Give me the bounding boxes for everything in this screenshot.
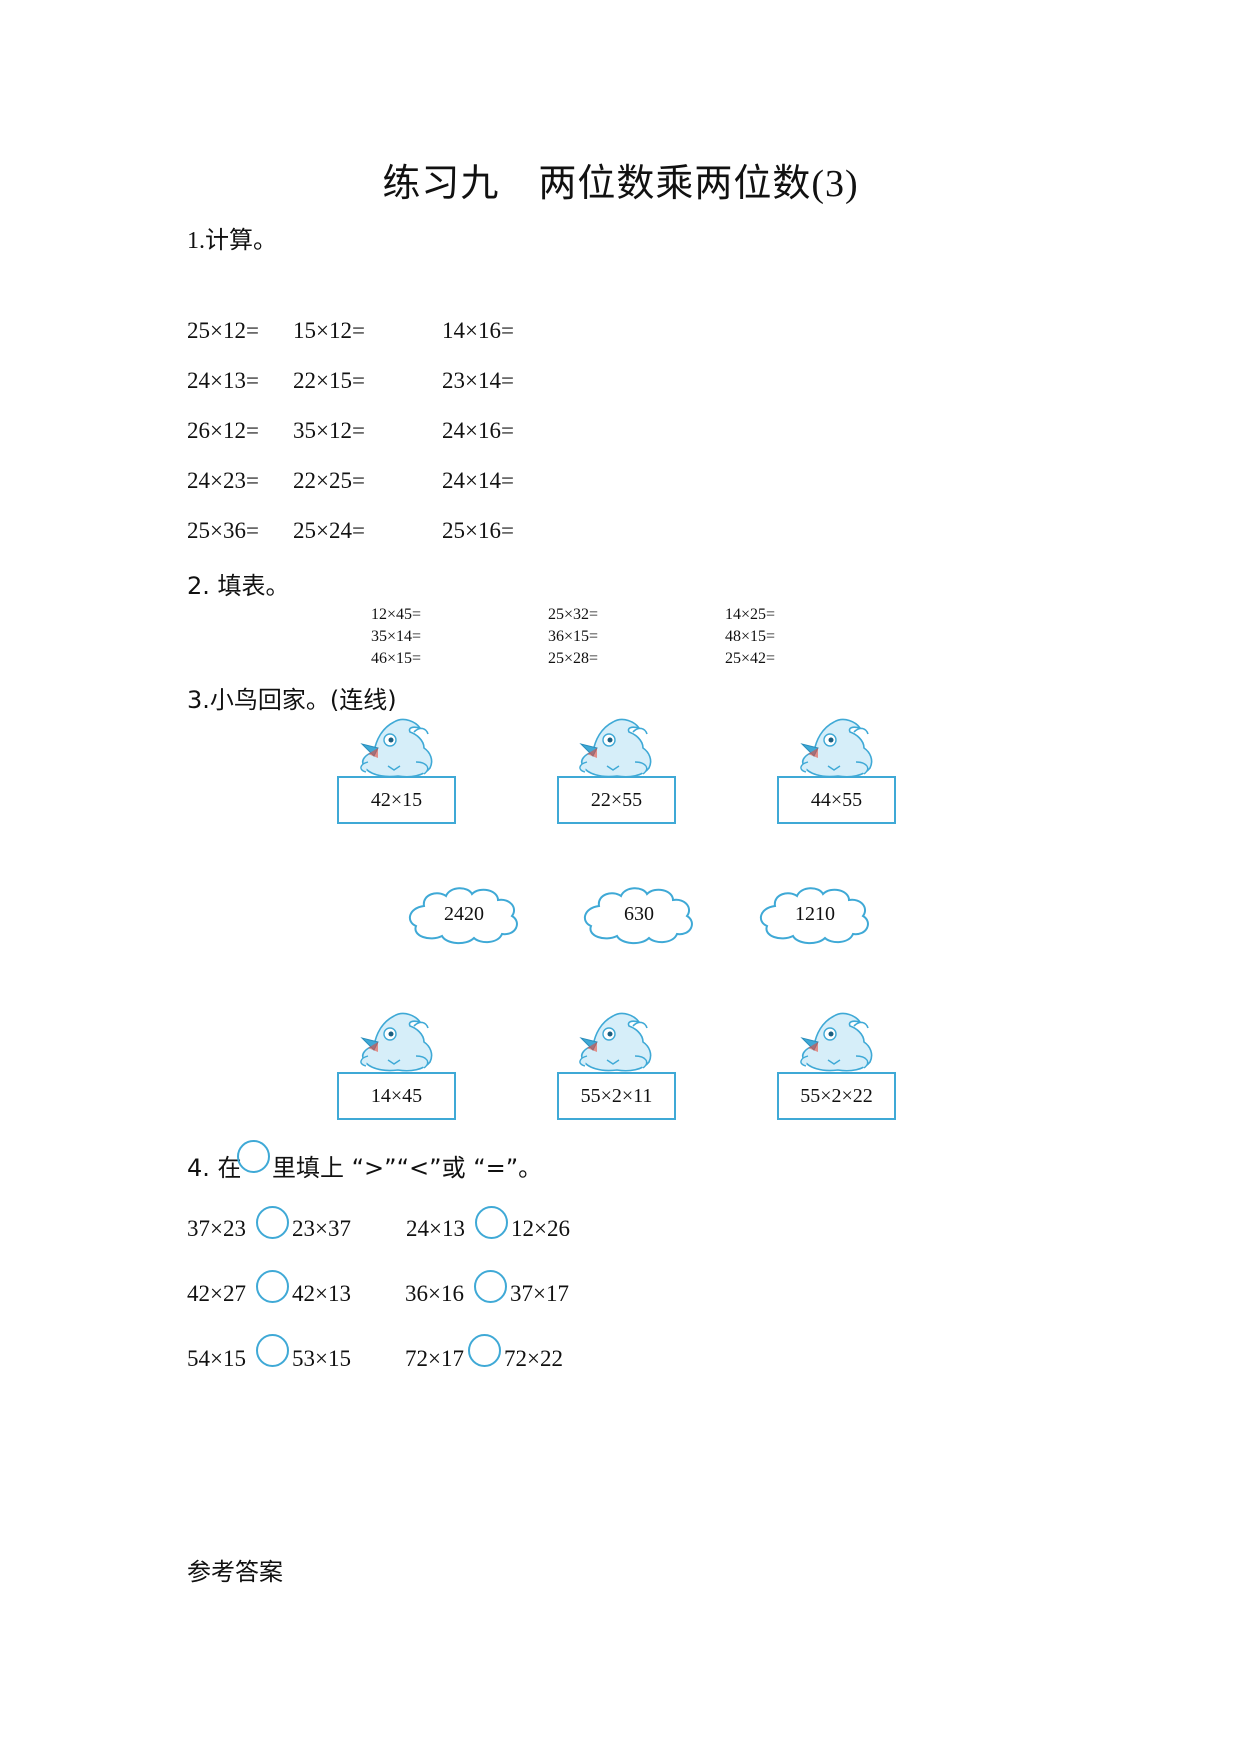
calc-item: 22×15= xyxy=(293,368,365,393)
section4-heading-prefix: 4. 在 xyxy=(187,1154,242,1182)
compare-circle[interactable] xyxy=(474,1270,507,1303)
compare-circle[interactable] xyxy=(475,1206,508,1239)
calc-item: 15×12= xyxy=(293,318,365,343)
table-column: 14×25= 48×15= 25×42= xyxy=(725,604,775,670)
section4-heading-suffix: 里填上 “>”“<”或 “=”。 xyxy=(272,1154,543,1182)
cloud-answer[interactable]: 1210 xyxy=(755,882,875,946)
compare-right: 42×13 xyxy=(292,1281,351,1306)
compare-circle[interactable] xyxy=(256,1270,289,1303)
compare-circle[interactable] xyxy=(256,1206,289,1239)
table-column: 12×45= 35×14= 46×15= xyxy=(371,604,421,670)
section1-heading: 1.计算。 xyxy=(187,228,277,254)
bird-box[interactable]: 42×15 xyxy=(337,776,456,824)
compare-right: 37×17 xyxy=(510,1281,569,1306)
calc-item: 25×12= xyxy=(187,318,259,343)
bird-box[interactable]: 14×45 xyxy=(337,1072,456,1120)
table-cell: 35×14= xyxy=(371,628,422,645)
table-cell: 46×15= xyxy=(371,650,422,667)
calc-item: 25×16= xyxy=(442,518,514,543)
table-cell: 48×15= xyxy=(725,628,776,645)
table-cell: 14×25= xyxy=(725,606,776,623)
circle-icon xyxy=(237,1140,270,1173)
compare-right: 53×15 xyxy=(292,1346,351,1371)
calc-item: 26×12= xyxy=(187,418,259,443)
bird-icon xyxy=(354,1012,438,1074)
bird-icon xyxy=(573,718,657,780)
compare-circle[interactable] xyxy=(468,1334,501,1367)
compare-left: 54×15 xyxy=(187,1346,246,1371)
calc-item: 14×16= xyxy=(442,318,514,343)
answers-heading: 参考答案 xyxy=(187,1558,283,1586)
table-cell: 36×15= xyxy=(548,628,599,645)
cloud-value: 630 xyxy=(624,903,654,925)
compare-right: 72×22 xyxy=(504,1346,563,1371)
calc-item: 23×14= xyxy=(442,368,514,393)
bird-icon xyxy=(794,1012,878,1074)
table-cell: 25×28= xyxy=(548,650,599,667)
bird-box[interactable]: 55×2×11 xyxy=(557,1072,676,1120)
table-cell: 12×45= xyxy=(371,606,422,623)
cloud-answer[interactable]: 630 xyxy=(579,882,699,946)
bird-box[interactable]: 55×2×22 xyxy=(777,1072,896,1120)
bird-box[interactable]: 44×55 xyxy=(777,776,896,824)
compare-left: 24×13 xyxy=(406,1216,465,1241)
compare-left: 42×27 xyxy=(187,1281,246,1306)
bird-icon xyxy=(794,718,878,780)
calc-item: 25×24= xyxy=(293,518,365,543)
table-cell: 25×32= xyxy=(548,606,599,623)
bird-icon xyxy=(354,718,438,780)
calc-item: 24×14= xyxy=(442,468,514,493)
compare-circle[interactable] xyxy=(256,1334,289,1367)
bird-icon xyxy=(573,1012,657,1074)
table-column: 25×32= 36×15= 25×28= xyxy=(548,604,598,670)
calc-item: 25×36= xyxy=(187,518,259,543)
compare-left: 36×16 xyxy=(405,1281,464,1306)
calc-item: 35×12= xyxy=(293,418,365,443)
compare-left: 37×23 xyxy=(187,1216,246,1241)
section2-heading: 2. 填表。 xyxy=(187,572,290,600)
page-title: 练习九 两位数乘两位数(3) xyxy=(382,163,859,205)
calc-item: 24×23= xyxy=(187,468,259,493)
compare-right: 12×26 xyxy=(511,1216,570,1241)
calc-item: 24×16= xyxy=(442,418,514,443)
cloud-value: 1210 xyxy=(795,903,835,925)
compare-left: 72×17 xyxy=(405,1346,464,1371)
calc-item: 22×25= xyxy=(293,468,365,493)
cloud-answer[interactable]: 2420 xyxy=(404,882,524,946)
bird-box[interactable]: 22×55 xyxy=(557,776,676,824)
calc-item: 24×13= xyxy=(187,368,259,393)
compare-right: 23×37 xyxy=(292,1216,351,1241)
cloud-value: 2420 xyxy=(444,903,484,925)
section3-heading: 3.小鸟回家。(连线) xyxy=(187,686,397,714)
table-cell: 25×42= xyxy=(725,650,776,667)
